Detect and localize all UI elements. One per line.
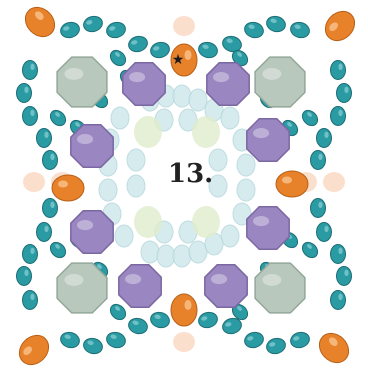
faint-bead <box>98 178 118 202</box>
teal-seed-bead <box>290 21 310 39</box>
faint-bead <box>220 106 240 130</box>
purple-bicone <box>122 62 166 106</box>
teal-seed-bead <box>301 109 319 127</box>
teal-seed-bead <box>60 331 80 349</box>
faint-bead <box>236 153 256 177</box>
purple-bicone <box>246 206 290 250</box>
teal-seed-bead <box>244 331 264 349</box>
faint-bead <box>236 178 256 202</box>
sage-octagon <box>56 262 108 314</box>
faint-peach-bead <box>173 16 195 36</box>
faint-bead <box>188 240 208 264</box>
purple-bicone <box>204 264 248 308</box>
faint-peach-bead <box>23 172 45 192</box>
orange-top-bead <box>170 43 198 77</box>
teal-seed-bead <box>231 303 249 321</box>
teal-seed-bead <box>266 337 286 355</box>
teal-seed-bead <box>36 128 52 148</box>
faint-green-bead <box>134 206 162 238</box>
step-number-label: 13. <box>168 159 213 189</box>
teal-seed-bead <box>330 106 346 126</box>
faint-bead <box>188 88 208 112</box>
teal-seed-bead <box>22 290 38 310</box>
teal-seed-bead <box>222 317 242 335</box>
teal-seed-bead <box>198 41 218 59</box>
teal-seed-bead <box>150 311 170 329</box>
teal-seed-bead <box>106 21 126 39</box>
teal-seed-bead <box>36 222 52 242</box>
teal-seed-bead <box>316 128 332 148</box>
teal-seed-bead <box>336 83 352 103</box>
purple-bicone <box>70 124 114 168</box>
faint-bead <box>208 148 228 172</box>
teal-seed-bead <box>330 290 346 310</box>
faint-bead <box>140 240 160 264</box>
faint-peach-bead <box>173 332 195 352</box>
faint-green-bead <box>192 206 220 238</box>
orange-right-bead <box>275 170 309 198</box>
faint-bead <box>126 148 146 172</box>
teal-seed-bead <box>128 317 148 335</box>
teal-seed-bead <box>150 41 170 59</box>
teal-seed-bead <box>336 266 352 286</box>
focal-bead-layer <box>56 56 306 314</box>
sage-octagon <box>56 56 108 108</box>
teal-bead-ring <box>16 15 352 355</box>
teal-seed-bead <box>109 49 127 67</box>
faint-bead <box>114 224 134 248</box>
teal-seed-bead <box>316 222 332 242</box>
faint-green-bead <box>134 116 162 148</box>
faint-bead <box>110 106 130 130</box>
teal-seed-bead <box>266 15 286 33</box>
faint-bead <box>208 174 228 198</box>
purple-bicone <box>206 62 250 106</box>
faint-bead <box>172 244 192 268</box>
teal-seed-bead <box>49 109 67 127</box>
orange-corner-bead <box>18 334 50 366</box>
purple-bicone <box>246 118 290 162</box>
teal-seed-bead <box>22 106 38 126</box>
teal-seed-bead <box>83 15 103 33</box>
teal-seed-bead <box>42 198 58 218</box>
teal-seed-bead <box>60 21 80 39</box>
faint-bead <box>172 84 192 108</box>
teal-seed-bead <box>83 337 103 355</box>
faint-green-bead <box>192 116 220 148</box>
purple-bicone <box>118 264 162 308</box>
faint-bead <box>156 244 176 268</box>
orange-left-bead <box>51 174 85 202</box>
teal-seed-bead <box>244 21 264 39</box>
teal-seed-bead <box>106 331 126 349</box>
orange-corner-bead <box>24 6 56 38</box>
orange-bead-layer <box>18 6 356 366</box>
teal-seed-bead <box>301 241 319 259</box>
teal-seed-bead <box>16 266 32 286</box>
teal-seed-bead <box>310 150 326 170</box>
orange-corner-bead <box>318 332 350 364</box>
teal-seed-bead <box>198 311 218 329</box>
teal-seed-bead <box>42 150 58 170</box>
teal-seed-bead <box>22 244 38 264</box>
purple-bicone <box>70 210 114 254</box>
teal-seed-bead <box>109 303 127 321</box>
marked-bead-star: ★ <box>172 52 185 68</box>
teal-seed-bead <box>49 241 67 259</box>
faint-bead <box>220 224 240 248</box>
teal-seed-bead <box>16 83 32 103</box>
sage-octagon <box>254 262 306 314</box>
orange-bottom-bead <box>170 293 198 327</box>
teal-seed-bead <box>330 60 346 80</box>
sage-octagon <box>254 56 306 108</box>
teal-seed-bead <box>128 35 148 53</box>
teal-seed-bead <box>310 198 326 218</box>
teal-seed-bead <box>222 35 242 53</box>
faint-bead <box>126 174 146 198</box>
teal-seed-bead <box>330 244 346 264</box>
faint-peach-bead <box>323 172 345 192</box>
orange-corner-bead <box>324 10 356 42</box>
teal-seed-bead <box>290 331 310 349</box>
teal-seed-bead <box>22 60 38 80</box>
